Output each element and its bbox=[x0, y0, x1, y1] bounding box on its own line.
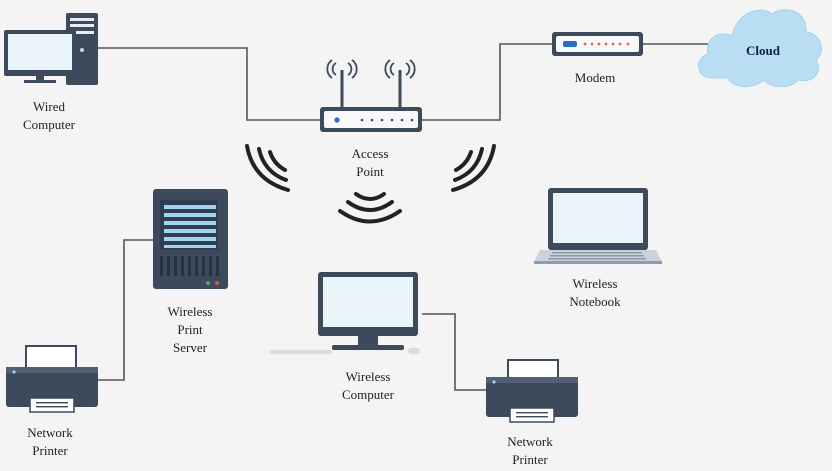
network-printer-right-label-line1: Network bbox=[507, 434, 553, 449]
wire-computer-to-printer bbox=[422, 313, 486, 391]
wired-computer-label-line1: Wired bbox=[33, 99, 65, 114]
wireless-notebook-label-line1: Wireless bbox=[572, 276, 618, 291]
network-printer-left-label-line1: Network bbox=[27, 425, 73, 440]
wifi-waves-right bbox=[451, 144, 496, 192]
wireless-notebook-label-line2: Notebook bbox=[569, 294, 621, 309]
print-server-icon bbox=[153, 189, 228, 289]
wireless-computer-label-line2: Computer bbox=[342, 387, 394, 402]
wired-computer-icon bbox=[4, 13, 98, 85]
network-printer-left-label-line2: Printer bbox=[32, 443, 68, 458]
access-point-icon bbox=[320, 59, 422, 132]
cloud-icon: Cloud bbox=[698, 9, 822, 88]
print-server-label-line1: Wireless bbox=[167, 304, 213, 319]
wire-ap-to-modem bbox=[420, 43, 552, 121]
wireless-computer-label: Wireless Computer bbox=[328, 368, 408, 404]
modem-icon bbox=[552, 32, 643, 56]
modem-label: Modem bbox=[560, 69, 630, 87]
print-server-label: Wireless Print Server bbox=[150, 303, 230, 357]
wireless-notebook-icon bbox=[534, 188, 662, 264]
modem-label-text: Modem bbox=[574, 70, 616, 85]
wifi-waves-left bbox=[245, 144, 290, 192]
wireless-notebook-label: Wireless Notebook bbox=[555, 275, 635, 311]
wifi-signal-waves bbox=[245, 144, 496, 224]
network-printer-right-icon bbox=[486, 359, 578, 423]
access-point-label-line1: Access bbox=[351, 146, 389, 161]
wire-server-to-printer bbox=[98, 239, 155, 381]
wire-computer-to-ap bbox=[98, 47, 322, 121]
wireless-computer-label-line1: Wireless bbox=[345, 369, 391, 384]
cloud-label: Cloud bbox=[746, 43, 781, 58]
wireless-computer-icon bbox=[270, 272, 420, 354]
access-point-label: Access Point bbox=[330, 145, 410, 181]
network-printer-left-label: Network Printer bbox=[10, 424, 90, 460]
wired-computer-label: Wired Computer bbox=[10, 98, 88, 134]
network-printer-right-label: Network Printer bbox=[490, 433, 570, 469]
connection-lines bbox=[98, 43, 708, 391]
wired-computer-label-line2: Computer bbox=[23, 117, 75, 132]
access-point-label-line2: Point bbox=[356, 164, 384, 179]
network-printer-right-label-line2: Printer bbox=[512, 452, 548, 467]
network-printer-left-icon bbox=[6, 345, 98, 413]
wifi-waves-bottom bbox=[338, 192, 402, 224]
print-server-label-line3: Server bbox=[173, 340, 207, 355]
print-server-label-line2: Print bbox=[177, 322, 203, 337]
